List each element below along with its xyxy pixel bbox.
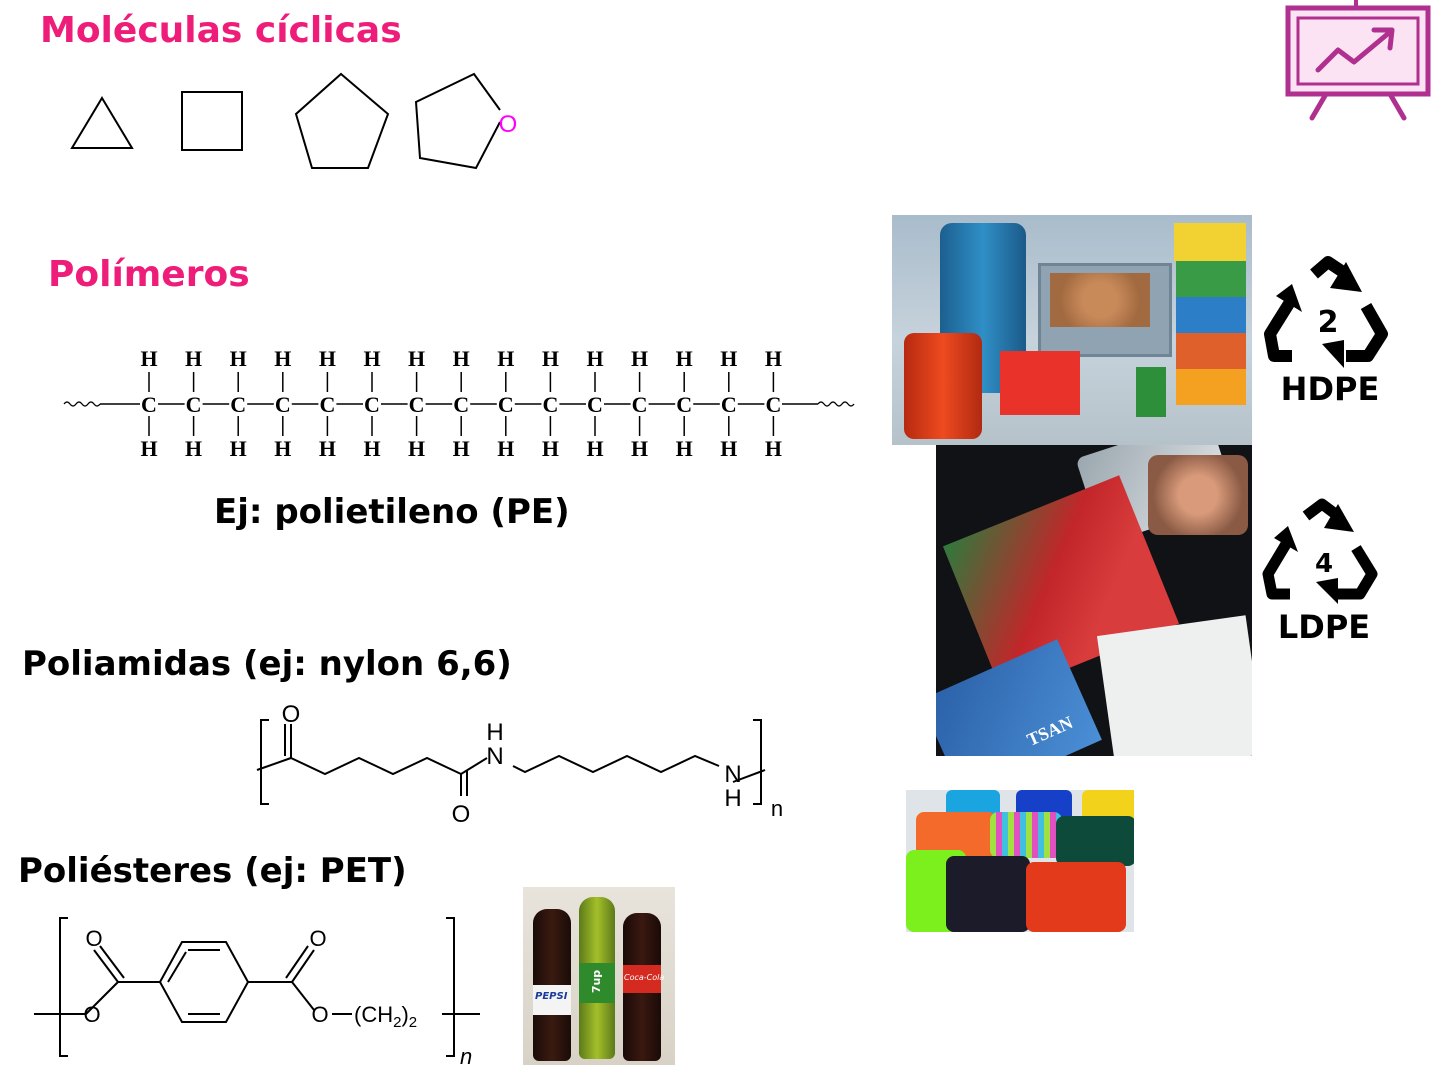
pe-h-top: H bbox=[274, 346, 291, 371]
nylon-o-top: O bbox=[282, 701, 301, 728]
title-polyesters: Poliésteres (ej: PET) bbox=[18, 851, 407, 891]
nylon-o-bottom: O bbox=[452, 801, 471, 828]
pe-h-top: H bbox=[408, 346, 425, 371]
ring-oxygen-label: O bbox=[499, 111, 518, 138]
nylon-structure: O O H N N H n bbox=[256, 701, 783, 828]
pe-c: C bbox=[409, 392, 425, 417]
presentation-chart-icon bbox=[1285, 0, 1431, 121]
pe-c: C bbox=[141, 392, 157, 417]
sevenup-label: 7up bbox=[590, 969, 604, 994]
nylon-h-top: H bbox=[486, 719, 503, 746]
title-cyclic: Moléculas cíclicas bbox=[40, 10, 402, 51]
square-ring bbox=[181, 91, 243, 151]
pe-c: C bbox=[230, 392, 246, 417]
pet-o-bottom-right: O bbox=[311, 1002, 328, 1027]
pet-o-bottom-left: O bbox=[83, 1002, 100, 1027]
chain-wave-right bbox=[817, 401, 855, 407]
pentagon-ring bbox=[294, 72, 390, 169]
pet-bottles-photo: PEPSI 7up Coca-Cola bbox=[523, 887, 675, 1065]
pet-subscript-n: n bbox=[460, 1044, 472, 1069]
nylon-spools-photo bbox=[906, 790, 1134, 932]
furan-ring bbox=[414, 72, 501, 170]
pe-h-bottom: H bbox=[765, 436, 782, 461]
pet-o-top-left: O bbox=[85, 926, 102, 951]
pe-h-bottom: H bbox=[586, 436, 603, 461]
pe-h-bottom: H bbox=[453, 436, 470, 461]
pe-h-top: H bbox=[230, 346, 247, 371]
pet-o-top-right: O bbox=[309, 926, 326, 951]
nylon-n-right: N bbox=[724, 761, 741, 788]
pe-h-bottom: H bbox=[363, 436, 380, 461]
pe-h-top: H bbox=[453, 346, 470, 371]
hdpe-number: 2 bbox=[1318, 305, 1339, 340]
pe-h-bottom: H bbox=[319, 436, 336, 461]
pe-c: C bbox=[721, 392, 737, 417]
pe-h-bottom: H bbox=[720, 436, 737, 461]
pe-h-top: H bbox=[631, 346, 648, 371]
pe-h-top: H bbox=[676, 346, 693, 371]
pe-h-bottom: H bbox=[542, 436, 559, 461]
pe-c: C bbox=[765, 392, 781, 417]
pe-c: C bbox=[453, 392, 469, 417]
pe-h-bottom: H bbox=[274, 436, 291, 461]
pe-h-bottom: H bbox=[676, 436, 693, 461]
pe-c: C bbox=[632, 392, 648, 417]
pe-h-top: H bbox=[586, 346, 603, 371]
recycle-ldpe-icon: 4 LDPE bbox=[1262, 498, 1378, 646]
nylon-n-top: N bbox=[486, 743, 503, 770]
pe-h-top: H bbox=[319, 346, 336, 371]
pet-structure: O O O O (CH2)2 n bbox=[34, 917, 480, 1069]
pe-c: C bbox=[319, 392, 335, 417]
pe-h-top: H bbox=[720, 346, 737, 371]
chain-wave-left bbox=[63, 401, 101, 407]
pe-h-bottom: H bbox=[408, 436, 425, 461]
pe-h-top: H bbox=[363, 346, 380, 371]
pe-c: C bbox=[676, 392, 692, 417]
nylon-subscript-n: n bbox=[771, 796, 783, 821]
pe-c: C bbox=[364, 392, 380, 417]
pe-h-top: H bbox=[497, 346, 514, 371]
pe-c: C bbox=[587, 392, 603, 417]
pe-h-top: H bbox=[765, 346, 782, 371]
pe-h-bottom: H bbox=[230, 436, 247, 461]
pepsi-label: PEPSI bbox=[535, 991, 568, 1002]
polyethylene-structure: HCHHCHHCHHCHHCHHCHHCHHCHHCHHCHHCHHCHHCHH… bbox=[63, 346, 855, 461]
cyclic-molecules-diagram: O bbox=[70, 72, 518, 170]
ldpe-number: 4 bbox=[1315, 549, 1333, 579]
pe-h-top: H bbox=[542, 346, 559, 371]
title-polyamides: Poliamidas (ej: nylon 6,6) bbox=[22, 644, 512, 684]
hdpe-label: HDPE bbox=[1281, 370, 1380, 408]
pe-c: C bbox=[542, 392, 558, 417]
nylon-h-right: H bbox=[724, 785, 741, 812]
title-pe-example: Ej: polietileno (PE) bbox=[214, 492, 570, 532]
pe-h-top: H bbox=[140, 346, 157, 371]
pe-h-top: H bbox=[185, 346, 202, 371]
triangle-ring bbox=[70, 96, 134, 149]
recycle-hdpe-icon: 2 HDPE bbox=[1264, 256, 1388, 408]
pe-h-bottom: H bbox=[185, 436, 202, 461]
title-polymers: Polímeros bbox=[48, 254, 250, 295]
coke-label: Coca-Cola bbox=[624, 973, 665, 982]
ldpe-label: LDPE bbox=[1278, 608, 1370, 646]
hdpe-containers-photo bbox=[892, 215, 1252, 445]
pe-c: C bbox=[186, 392, 202, 417]
ldpe-bags-photo: TSAN bbox=[936, 445, 1252, 756]
pet-ch2-group: (CH2)2 bbox=[354, 1002, 417, 1031]
pe-h-bottom: H bbox=[497, 436, 514, 461]
pe-c: C bbox=[498, 392, 514, 417]
pe-c: C bbox=[275, 392, 291, 417]
pe-h-bottom: H bbox=[140, 436, 157, 461]
pe-h-bottom: H bbox=[631, 436, 648, 461]
